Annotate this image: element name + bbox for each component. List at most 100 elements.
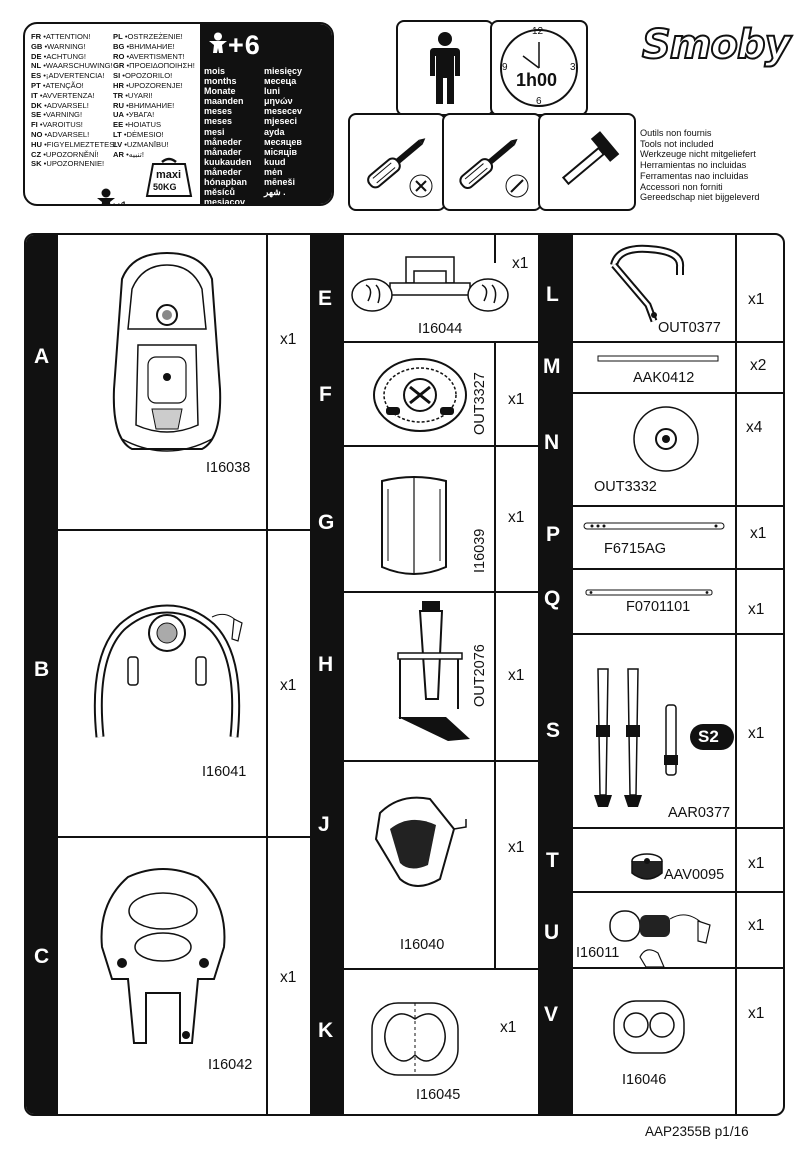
part-t-cap-drawing <box>631 853 663 880</box>
warning-line: TR •UYARI! <box>113 90 153 100</box>
months-label: kuukauden <box>204 156 252 167</box>
warning-line: FR •ATTENTION! <box>31 32 91 41</box>
part-s-harness-drawing <box>594 668 678 807</box>
part-code-c: I16042 <box>208 1057 253 1073</box>
clock-number-3: 3 <box>570 62 576 73</box>
part-qty-e: x1 <box>512 255 529 272</box>
warning-line: EE •HOIATUS <box>113 120 162 130</box>
language-code: RO <box>113 51 125 61</box>
letter-column-middle <box>310 235 344 1114</box>
kid-quantity: x1 <box>113 198 128 206</box>
warning-line: HR •UPOZORENJE! <box>113 80 183 90</box>
warning-text: تنبيه! <box>128 149 144 159</box>
maxi-label: maxi <box>156 169 182 181</box>
screwdriver-icon <box>367 138 426 189</box>
part-qty-s: x1 <box>748 725 765 742</box>
adult-supervision-box <box>396 20 494 116</box>
warning-text: DĖMESIO! <box>126 129 164 139</box>
months-label: kuud <box>264 156 286 167</box>
months-label: mesi <box>204 126 225 137</box>
language-code: DK <box>31 100 42 110</box>
s2-badge-icon <box>690 724 734 750</box>
part-code-b: I16041 <box>202 764 247 780</box>
part-code-s: AAR0377 <box>668 805 731 821</box>
part-g-backrest-drawing <box>381 476 447 575</box>
months-label: miesięcy <box>264 66 303 76</box>
months-label: mesecev <box>264 106 303 117</box>
months-label: mjeseci <box>264 116 298 127</box>
months-label: månader <box>204 146 242 157</box>
warning-line: RU •ВНИМАНИЕ! <box>113 100 175 110</box>
months-label: luni <box>264 86 280 97</box>
part-k-insert-drawing <box>371 1002 459 1076</box>
part-letter-m: M <box>543 355 561 378</box>
part-e-axle-drawing <box>351 256 509 312</box>
tools-not-included-line: Herramientas no incluidas <box>640 160 747 171</box>
part-letter-p: P <box>546 523 561 546</box>
part-code-k: I16045 <box>416 1087 461 1103</box>
part-qty-p: x1 <box>750 525 767 542</box>
warning-column-2: PL •OSTRZEŻENIE!BG •ВНИМАНИЕ!RO •AVERTIS… <box>113 32 195 159</box>
language-code: PL <box>113 32 123 41</box>
clock-icon <box>500 29 578 107</box>
months-label: месяцев <box>264 136 302 147</box>
warning-line: BG •ВНИМАНИЕ! <box>113 41 175 51</box>
months-label: μηνών <box>264 96 293 107</box>
tools-not-included-line: Tools not included <box>640 138 714 149</box>
warning-text: OPOZORILO! <box>124 71 173 81</box>
warning-line: HU •FIGYELMEZTETES! <box>31 139 117 149</box>
part-letter-b: B <box>34 658 50 681</box>
warning-text: ADVARSEL! <box>46 100 89 110</box>
part-letter-s: S <box>546 719 561 742</box>
warning-line: UA •УВАГА! <box>113 110 155 120</box>
months-label: mois <box>204 66 226 76</box>
warning-text: WARNING! <box>47 41 86 51</box>
maxi-weight: 50KG <box>153 182 177 192</box>
no-power-tools-icon <box>409 174 433 198</box>
row-divider <box>538 891 783 893</box>
part-code-p: F6715AG <box>604 541 667 557</box>
warning-box: FR •ATTENTION!GB •WARNING!DE •ACHTUNG!NL… <box>23 22 334 206</box>
language-code: NL <box>31 61 42 71</box>
row-divider <box>310 341 538 343</box>
clock-number-12: 12 <box>532 26 544 37</box>
part-j-seat-drawing <box>374 796 467 887</box>
part-l-push-handle-drawing <box>610 244 685 323</box>
warning-line: SI •OPOZORILO! <box>113 71 173 81</box>
part-letter-f: F <box>319 383 332 406</box>
months-label: mesiacov <box>204 197 246 206</box>
part-letter-a: A <box>34 345 50 368</box>
part-c-base-drawing <box>100 868 226 1044</box>
part-letter-c: C <box>34 945 50 968</box>
warning-text: ВНИМАНИЕ! <box>128 100 175 110</box>
part-letter-e: E <box>318 287 333 310</box>
warning-text: UZMANĪBU! <box>126 139 169 149</box>
clock-time: 1h00 <box>516 70 558 90</box>
part-qty-b: x1 <box>280 677 297 694</box>
part-letter-q: Q <box>544 587 561 610</box>
language-code: DE <box>31 51 42 61</box>
part-letter-l: L <box>546 283 559 306</box>
warning-line: PL •OSTRZEŻENIE! <box>113 32 183 41</box>
tools-not-included-line: Gereedschap niet bijgeleverd <box>640 192 760 203</box>
part-letter-k: K <box>318 1019 334 1042</box>
language-code: GB <box>31 41 43 51</box>
warning-line: NL •WAARSCHUWING! <box>31 61 113 71</box>
part-letter-n: N <box>544 431 560 454</box>
clock-number-9: 9 <box>502 62 508 73</box>
phillips-screwdriver-icon <box>459 138 518 190</box>
warning-line: FI •VAROITUS! <box>31 120 83 130</box>
warning-text: VAROITUS! <box>42 120 83 130</box>
months-label: meses <box>204 116 233 127</box>
language-code: UA <box>113 110 124 120</box>
kid-icon <box>97 188 115 204</box>
warning-text: УВАГА! <box>128 110 155 120</box>
part-qty-q: x1 <box>748 601 765 618</box>
warning-line: ES •¡ADVERTENCIA! <box>31 71 105 81</box>
part-p-bar-drawing <box>583 522 725 530</box>
warning-line: AR •تنبيه! <box>113 149 144 159</box>
language-code: EE <box>113 120 124 130</box>
part-code-t: AAV0095 <box>664 867 725 883</box>
s2-badge-label: S2 <box>698 727 719 746</box>
